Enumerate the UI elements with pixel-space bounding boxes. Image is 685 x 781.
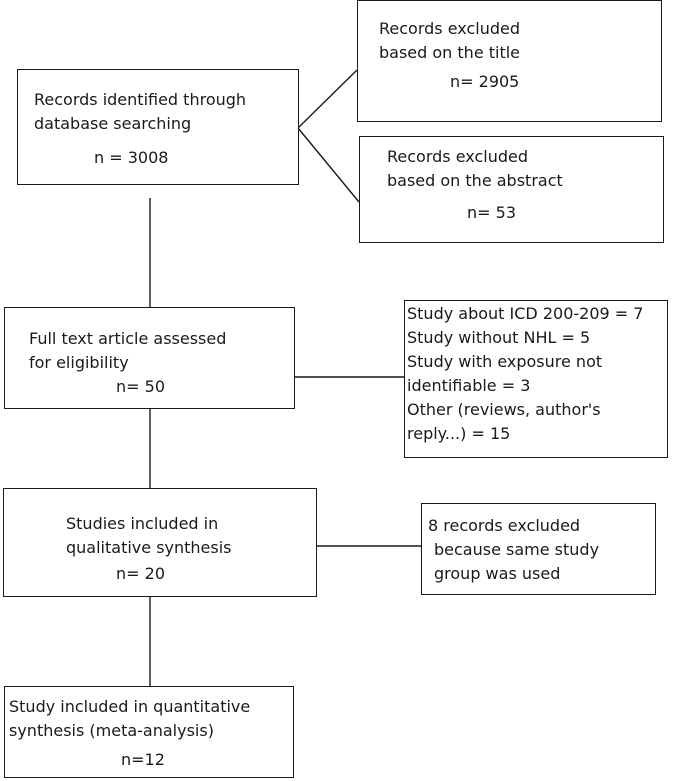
box-count: n=12	[121, 750, 165, 769]
box-qualitative-exclusions: 8 records excluded because same study gr…	[421, 503, 656, 595]
box-line: Study included in quantitative	[9, 697, 251, 716]
box-line: group was used	[434, 564, 561, 583]
box-line: Records identified through	[34, 90, 247, 109]
box-excluded-abstract: Records excluded based on the abstract n…	[359, 136, 664, 243]
box-full-text-exclusions: Study about ICD 200-209 = 7 Study withou…	[404, 300, 668, 458]
box-line: Study without NHL = 5	[407, 328, 591, 347]
box-full-text-assessed: Full text article assessed for eligibili…	[4, 307, 295, 409]
box-records-identified: Records identified through database sear…	[17, 69, 299, 185]
box-line: qualitative synthesis	[66, 538, 232, 557]
box-line: identifiable = 3	[407, 376, 531, 395]
box-count: n= 20	[116, 564, 165, 583]
box-count: n= 50	[116, 377, 165, 396]
box-qualitative-synthesis: Studies included in qualitative synthesi…	[3, 488, 317, 597]
box-line: reply...) = 15	[407, 424, 511, 443]
box-quantitative-synthesis: Study included in quantitative synthesis…	[4, 686, 294, 778]
box-line: Studies included in	[66, 514, 219, 533]
box-line: based on the title	[379, 43, 521, 62]
connector-identified-to-title	[297, 69, 358, 129]
box-line: Other (reviews, author's	[407, 400, 601, 419]
connector-identified-to-abstract	[297, 127, 360, 203]
box-line: because same study	[434, 540, 600, 559]
box-line: for eligibility	[29, 353, 129, 372]
box-line: based on the abstract	[387, 171, 563, 190]
box-line: Records excluded	[387, 147, 528, 166]
box-count: n = 3008	[94, 148, 169, 167]
box-line: database searching	[34, 114, 192, 133]
box-count: n= 53	[467, 203, 516, 222]
box-excluded-title: Records excluded based on the title n= 2…	[357, 0, 662, 122]
box-line: Full text article assessed	[29, 329, 227, 348]
box-line: synthesis (meta-analysis)	[9, 721, 214, 740]
box-line: 8 records excluded	[428, 516, 581, 535]
box-line: Study with exposure not	[407, 352, 603, 371]
box-count: n= 2905	[450, 72, 520, 91]
box-line: Study about ICD 200-209 = 7	[407, 304, 644, 323]
box-line: Records excluded	[379, 19, 520, 38]
